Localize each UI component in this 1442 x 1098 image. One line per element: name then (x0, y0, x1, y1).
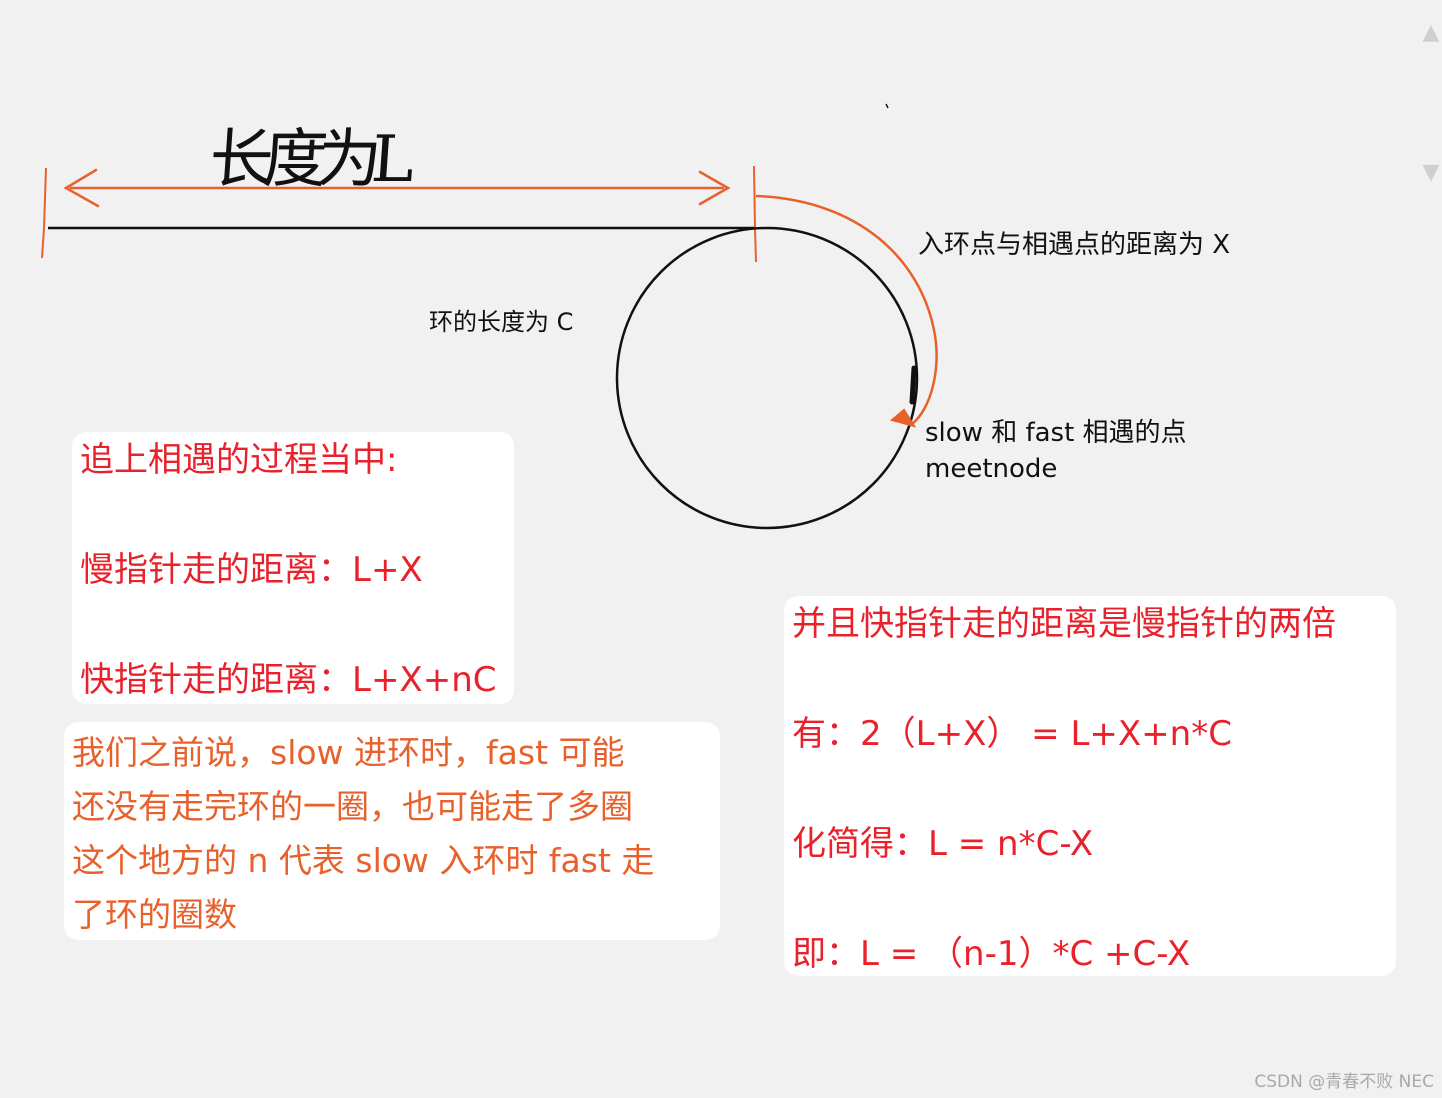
meet-point-label: slow 和 fast 相遇的点 (925, 418, 1187, 448)
scroll-up-icon: ▲ (1422, 20, 1440, 45)
length-arrow-left-head (63, 168, 100, 208)
watermark: CSDN @青春不败 NEC (1254, 1072, 1434, 1092)
left-tick (41, 167, 47, 259)
meet-point-mark (909, 365, 917, 405)
equation-line-1: 并且快指针走的距离是慢指针的两倍 (792, 604, 1336, 644)
distance-x-arrow-head (889, 408, 917, 428)
explanation-box: 我们之前说，slow 进环时，fast 可能 还没有走完环的一圈，也可能走了多圈… (64, 722, 720, 940)
stray-mark (885, 103, 889, 109)
equation-line-3: 化简得：L = n*C-X (792, 824, 1094, 864)
entry-to-meet-label: 入环点与相遇点的距离为 X (918, 230, 1231, 260)
explanation-line-3: 这个地方的 n 代表 slow 入环时 fast 走 (72, 841, 655, 880)
equation-box: 并且快指针走的距离是慢指针的两倍 有：2（L+X） = L+X+n*C 化简得：… (784, 596, 1396, 976)
cycle-length-label: 环的长度为 C (429, 308, 574, 336)
equation-line-4: 即：L = （n-1）*C +C-X (792, 934, 1191, 974)
fast-distance: 快指针走的距离：L+X+nC (80, 660, 497, 700)
explanation-line-2: 还没有走完环的一圈，也可能走了多圈 (72, 787, 633, 826)
distance-x-arc (755, 194, 938, 425)
equation-line-2: 有：2（L+X） = L+X+n*C (792, 714, 1232, 754)
explanation-line-1: 我们之前说，slow 进环时，fast 可能 (72, 733, 625, 772)
pursuit-heading: 追上相遇的过程当中: (80, 440, 398, 480)
scroll-down-icon: ▼ (1422, 160, 1440, 185)
pursuit-box: 追上相遇的过程当中: 慢指针走的距离：L+X 快指针走的距离：L+X+nC (72, 432, 514, 704)
length-arrow-right-head (698, 170, 731, 206)
meetnode-label: meetnode (925, 454, 1058, 484)
handwritten-length-label: 长度为L (206, 123, 407, 197)
right-tick (753, 165, 757, 263)
slow-distance: 慢指针走的距离：L+X (80, 550, 423, 590)
cycle-circle (615, 226, 919, 530)
explanation-line-4: 了环的圈数 (72, 895, 237, 934)
